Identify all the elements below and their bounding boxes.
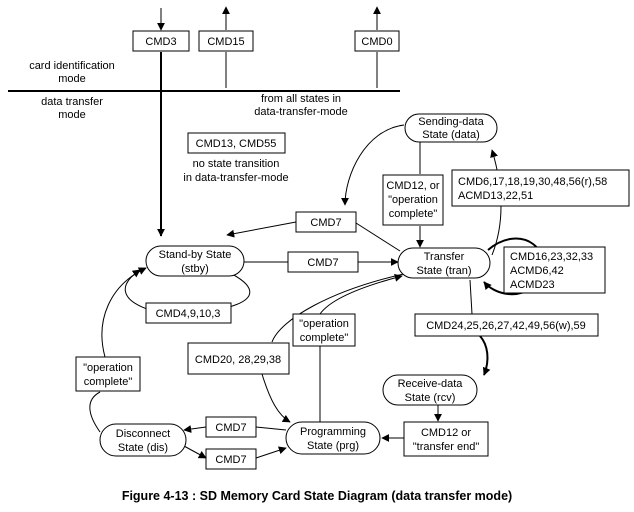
cmd15-box: CMD15 <box>198 30 254 52</box>
transfer-line2: State (tran) <box>416 265 471 277</box>
top-command-arrows <box>157 6 381 237</box>
disconnect-line2: State (dis) <box>118 442 168 454</box>
sending-to-tran-line1: CMD12, or <box>386 180 440 192</box>
tran-to-stby-label: CMD7 <box>310 217 341 229</box>
label-rcv-to-prg: CMD12 or "transfer end" <box>403 421 489 457</box>
dis-to-prg-label: CMD7 <box>215 454 246 466</box>
data-transfer-line2: mode <box>58 109 86 121</box>
standby-line2: (stby) <box>181 263 209 275</box>
label-stby-self: CMD4,9,10,3 <box>145 302 232 324</box>
state-sending-data: Sending-data State (data) <box>404 113 498 143</box>
state-disconnect: Disconnect State (dis) <box>99 423 187 457</box>
cmd3-box: CMD3 <box>132 30 190 52</box>
tran-to-sending-line1: CMD6,17,18,19,30,48,56(r),58 <box>458 176 607 188</box>
tran-to-rcv-label: CMD24,25,26,27,42,49,56(w),59 <box>426 320 586 332</box>
card-identification-line1: card identification <box>29 60 115 72</box>
card-identification-mode-label: card identification mode <box>29 60 115 85</box>
stby-to-tran-label: CMD7 <box>307 257 338 269</box>
sending-data-line2: State (data) <box>422 129 479 141</box>
cmd3-label: CMD3 <box>145 36 176 48</box>
from-all-states-line1: from all states in <box>261 93 341 105</box>
data-transfer-mode-label: data transfer mode <box>41 96 103 121</box>
cmd15-label: CMD15 <box>207 36 244 48</box>
label-tran-to-sending: CMD6,17,18,19,30,48,56(r),58 ACMD13,22,5… <box>451 169 630 207</box>
programming-line1: Programming <box>300 426 366 438</box>
label-prg-to-tran: "operation complete" <box>292 313 356 347</box>
disconnect-line1: Disconnect <box>116 428 170 440</box>
standby-line1: Stand-by State <box>159 249 232 261</box>
programming-line2: State (prg) <box>307 440 359 452</box>
card-identification-line2: mode <box>58 73 86 85</box>
no-transition-note: CMD13, CMD55 no state transition in data… <box>183 132 289 184</box>
note-commands-label: CMD13, CMD55 <box>196 138 277 150</box>
from-all-states-label: from all states in data-transfer-mode <box>254 93 348 118</box>
rcv-to-prg-line2: "transfer end" <box>413 441 480 453</box>
transfer-line1: Transfer <box>424 251 465 263</box>
cmd0-box: CMD0 <box>354 30 400 52</box>
transition-arrows <box>89 124 544 459</box>
receive-data-line2: State (rcv) <box>405 392 456 404</box>
tran-self-line2: ACMD6,42 <box>510 265 564 277</box>
tran-to-sending-line2: ACMD13,22,51 <box>458 190 533 202</box>
prg-to-dis-label: CMD7 <box>215 422 246 434</box>
state-receive-data: Receive-data State (rcv) <box>382 374 478 406</box>
dis-to-stby-line1: "operation <box>83 362 133 374</box>
sending-data-line1: Sending-data <box>418 116 484 128</box>
tran-self-line1: CMD16,23,32,33 <box>510 251 593 263</box>
cmd0-label: CMD0 <box>361 36 392 48</box>
stby-self-label: CMD4,9,10,3 <box>156 308 221 320</box>
label-tran-to-rcv: CMD24,25,26,27,42,49,56(w),59 <box>414 313 599 337</box>
tran-to-prg-label: CMD20, 28,29,38 <box>195 354 281 366</box>
label-dis-to-prg: CMD7 <box>205 448 257 470</box>
sending-to-tran-line2: "operation <box>388 194 438 206</box>
sending-to-tran-line3: complete" <box>389 208 438 220</box>
data-transfer-line1: data transfer <box>41 96 103 108</box>
receive-data-line1: Receive-data <box>398 378 464 390</box>
dis-to-stby-line2: complete" <box>84 376 133 388</box>
label-tran-to-prg: CMD20, 28,29,38 <box>187 342 290 375</box>
label-dis-to-stby: "operation complete" <box>75 356 141 392</box>
state-standby: Stand-by State (stby) <box>145 245 245 277</box>
label-tran-self: CMD16,23,32,33 ACMD6,42 ACMD23 <box>503 246 606 294</box>
state-programming: Programming State (prg) <box>285 421 381 455</box>
from-all-states-line2: data-transfer-mode <box>254 106 348 118</box>
label-prg-to-dis: CMD7 <box>205 416 257 438</box>
label-stby-to-tran: CMD7 <box>287 251 359 273</box>
prg-to-tran-line2: complete" <box>300 332 349 344</box>
note-line1: no state transition <box>193 158 280 170</box>
rcv-to-prg-line1: CMD12 or <box>421 427 471 439</box>
figure-caption: Figure 4-13 : SD Memory Card State Diagr… <box>122 489 512 503</box>
state-transfer: Transfer State (tran) <box>397 247 491 279</box>
label-tran-to-stby: CMD7 <box>295 211 357 233</box>
note-line2: in data-transfer-mode <box>183 172 288 184</box>
prg-to-tran-line1: "operation <box>299 318 349 330</box>
label-sending-to-tran: CMD12, or "operation complete" <box>382 174 444 226</box>
tran-self-line3: ACMD23 <box>510 279 555 291</box>
